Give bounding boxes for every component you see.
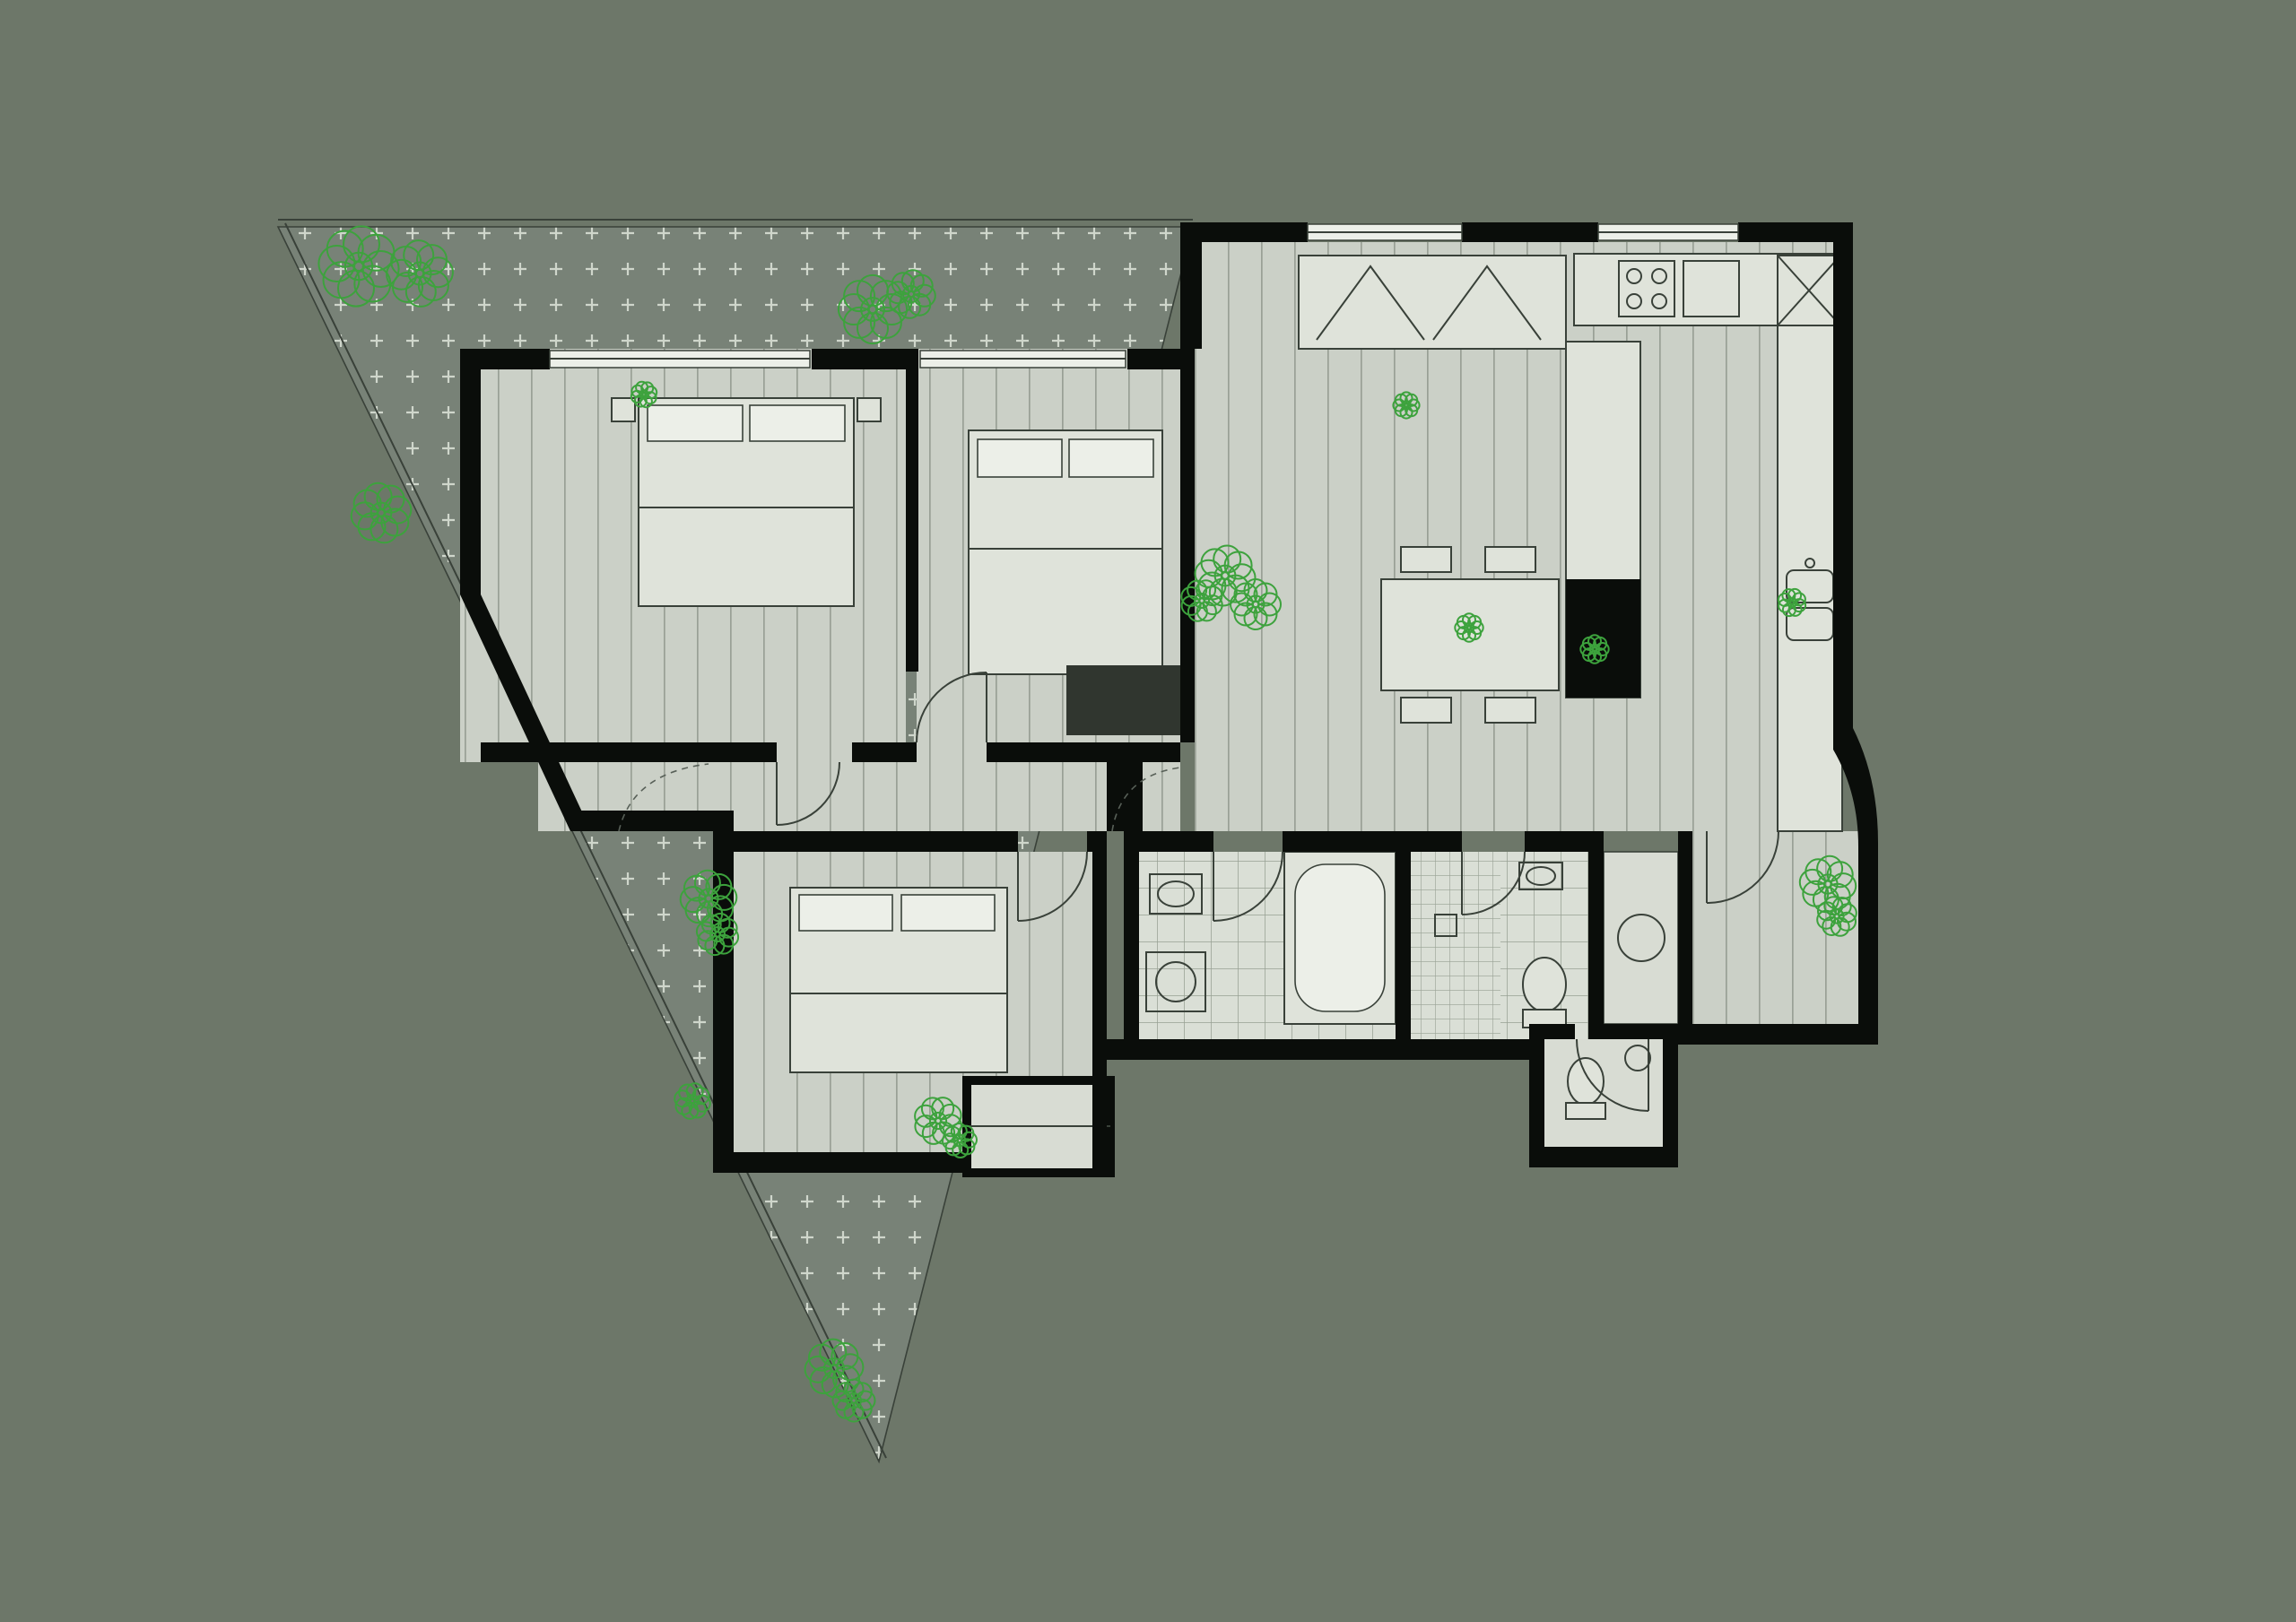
nightstand — [611, 397, 636, 422]
kitchen-counter-side — [1777, 325, 1843, 832]
bed-2 — [968, 429, 1163, 675]
chair — [1484, 697, 1536, 724]
washbasin — [1149, 873, 1203, 915]
plant-icon — [1816, 896, 1857, 937]
nightstand — [857, 397, 882, 422]
oven — [1683, 260, 1740, 317]
faucet — [1805, 558, 1815, 568]
hall-swing-hint — [618, 763, 709, 832]
walk-in-wardrobe — [962, 1076, 1115, 1177]
living-swing-hint — [1111, 767, 1181, 832]
bathroom-fixtures — [1145, 851, 1396, 1025]
plant-icon — [914, 1097, 962, 1145]
shower-drain — [1434, 914, 1457, 937]
corridor-floor — [1692, 831, 1858, 1024]
utility-closet-floor — [1603, 851, 1679, 1025]
plant-icon — [1180, 579, 1223, 622]
toilet — [1522, 957, 1567, 1012]
plant-icon — [942, 1123, 978, 1158]
plant-icon — [350, 481, 413, 544]
plant-icon — [630, 380, 658, 409]
cooktop — [1618, 260, 1675, 317]
dining-table — [1380, 546, 1560, 724]
corridor-door — [1706, 830, 1779, 904]
plant-icon — [831, 1378, 876, 1423]
water-heater — [1617, 914, 1665, 962]
plants-layer — [317, 225, 1857, 1423]
chair — [1484, 546, 1536, 573]
ensuite-fixtures — [1434, 862, 1567, 1028]
shower-floor — [1411, 852, 1500, 1039]
site-boundary-line — [284, 222, 887, 1459]
bathroom-door — [1213, 851, 1283, 922]
plant-icon — [1392, 391, 1421, 420]
wc-floor — [1544, 1039, 1663, 1147]
plant-icon — [695, 912, 740, 957]
plant-icon — [837, 273, 909, 345]
bedroom-1-door — [776, 761, 840, 826]
bedroom-3-door — [1017, 851, 1088, 922]
windows-layer — [549, 223, 1739, 369]
plant-icon — [1454, 612, 1484, 643]
wardrobe-bedroom-2 — [1066, 665, 1180, 735]
plant-icon — [886, 269, 936, 319]
kitchen — [1565, 253, 1843, 832]
bedroom-1-window — [549, 350, 811, 369]
wc-fixtures — [1565, 1045, 1651, 1120]
bedroom-2-window — [919, 350, 1126, 369]
plant-icon — [1230, 578, 1282, 630]
plant-icon — [674, 1082, 711, 1120]
plant-icon — [1194, 544, 1257, 607]
living-window-2 — [1597, 223, 1739, 241]
wc-door — [1576, 1038, 1649, 1112]
diagonal-wall — [460, 594, 591, 831]
washbasin — [1624, 1045, 1651, 1071]
ensuite-door — [1461, 851, 1526, 915]
washing-machine — [1145, 951, 1206, 1012]
living-closets — [1298, 255, 1567, 350]
plant-icon — [1777, 587, 1807, 618]
bedroom-2-door — [916, 672, 987, 743]
furniture-layer — [611, 253, 1843, 1177]
bed-1 — [611, 397, 882, 607]
bed-3 — [789, 887, 1008, 1073]
east-wall-curved — [1833, 222, 1878, 1045]
living-window-1 — [1307, 223, 1463, 241]
plant-icon — [1579, 634, 1610, 664]
kitchen-counter-top — [1573, 253, 1843, 326]
plant-icon — [679, 869, 738, 928]
plant-icon — [386, 239, 454, 308]
doors-layer — [618, 672, 1779, 1112]
plant-icon — [317, 225, 400, 308]
plant-icon — [1798, 854, 1857, 914]
chair — [1400, 697, 1452, 724]
chair — [1400, 546, 1452, 573]
toilet — [1567, 1057, 1605, 1106]
